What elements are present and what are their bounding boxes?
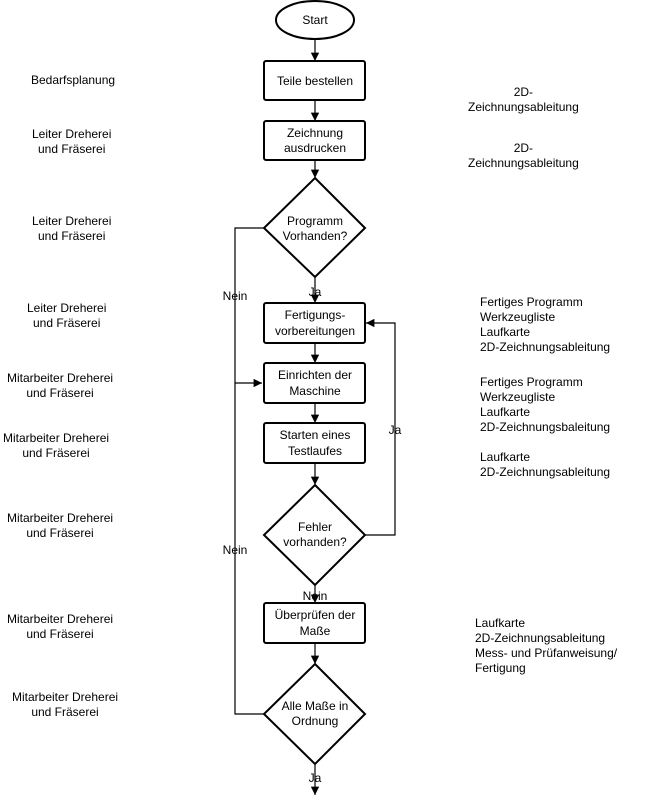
node-pruefen-label-1: Überprüfen der <box>275 608 356 622</box>
document-line: 2D-Zeichnungsbaleitung <box>480 420 611 434</box>
document-line: Werkzeugliste <box>480 390 556 404</box>
document-line: 2D- <box>513 141 534 155</box>
node-start-label: Start <box>302 13 328 27</box>
role-line: Mitarbeiter Dreherei <box>7 511 114 525</box>
document-label: Laufkarte 2D-Zeichnungsableitung Mess- u… <box>475 616 617 676</box>
role-label: Mitarbeiter Dreherei und Fräserei <box>7 371 113 401</box>
edge-label-fehler-ja: Ja <box>389 423 402 437</box>
node-einrichten-label-2: Maschine <box>289 384 341 398</box>
document-line: Laufkarte <box>480 405 531 419</box>
role-line: und Fräserei <box>26 526 94 540</box>
node-fehler-shape <box>262 483 367 587</box>
document-label: 2D- Zeichnungsableitung <box>468 85 579 115</box>
document-label: Fertiges Programm Werkzeugliste Laufkart… <box>480 295 610 355</box>
document-line: 2D- <box>513 85 534 99</box>
role-line: Leiter Dreherei <box>32 214 112 228</box>
role-line: und Fräserei <box>38 142 106 156</box>
role-label: Mitarbeiter Dreherei und Fräserei <box>7 511 113 541</box>
node-alle-shape <box>262 662 367 766</box>
document-line: Fertiges Programm <box>480 375 583 389</box>
document-line: Werkzeugliste <box>480 310 556 324</box>
node-pruefen-shape <box>263 602 366 644</box>
role-line: und Fräserei <box>38 229 106 243</box>
document-line: Fertigung <box>475 661 526 675</box>
role-line: und Fräserei <box>26 627 94 641</box>
role-line: Mitarbeiter Dreherei <box>3 431 110 445</box>
node-programm-label-2: Vorhanden? <box>283 229 348 243</box>
document-line: Zeichnungsableitung <box>468 156 579 170</box>
document-line: Laufkarte <box>480 450 531 464</box>
document-line: Laufkarte <box>475 616 526 630</box>
role-line: Leiter Dreherei <box>27 301 107 315</box>
role-line: und Fräserei <box>33 316 101 330</box>
document-label: Fertiges Programm Werkzeugliste Laufkart… <box>480 375 610 435</box>
node-fertigung-label-2: vorbereitungen <box>275 324 355 338</box>
role-line: und Fräserei <box>22 446 90 460</box>
role-label: Leiter Dreherei und Fräserei <box>32 127 111 157</box>
node-fertigung-shape <box>263 302 366 344</box>
role-label: Leiter Dreherei und Fräserei <box>27 301 106 331</box>
node-fertigung-label-1: Fertigungs- <box>285 308 346 322</box>
document-line: Laufkarte <box>480 325 531 339</box>
role-label: Mitarbeiter Dreherei und Fräserei <box>12 690 118 720</box>
role-line: und Fräserei <box>26 386 94 400</box>
node-pruefen-label-2: Maße <box>300 624 331 638</box>
role-line: Mitarbeiter Dreherei <box>7 371 114 385</box>
edge-label-programm-nein: Nein <box>223 289 248 303</box>
node-programm-shape <box>262 176 367 279</box>
node-alle-label-1: Alle Maße in <box>282 699 349 713</box>
role-label: Mitarbeiter Dreherei und Fräserei <box>7 612 113 642</box>
role-line: Bedarfsplanung <box>31 73 116 87</box>
role-label: Leiter Dreherei und Fräserei <box>32 214 111 244</box>
edge-label-alle-nein: Nein <box>223 543 248 557</box>
edge-label-fehler-nein: Nein <box>303 589 328 603</box>
document-line: 2D-Zeichnungsableitung <box>480 465 611 479</box>
node-zeichnung-shape <box>263 120 366 161</box>
node-zeichnung-label-2: ausdrucken <box>284 141 346 155</box>
node-einrichten-label-1: Einrichten der <box>278 368 352 382</box>
document-line: Mess- und Prüfanweisung/ <box>475 646 618 660</box>
node-zeichnung-label-1: Zeichnung <box>287 126 343 140</box>
node-teile-shape <box>263 60 366 101</box>
node-starten-shape <box>263 422 366 464</box>
role-label: Mitarbeiter Dreherei und Fräserei <box>3 431 109 461</box>
node-einrichten-shape <box>263 362 366 404</box>
edge-fehler-ja-loop <box>364 318 396 536</box>
edge-programm-nein-loop <box>234 227 264 388</box>
node-programm-label-1: Programm <box>287 214 343 228</box>
node-starten-label-2: Testlaufes <box>288 444 342 458</box>
node-start-shape <box>275 0 355 40</box>
role-line: und Fräserei <box>31 705 99 719</box>
document-line: 2D-Zeichnungsableitung <box>480 340 611 354</box>
edge-label-programm-ja: Ja <box>309 285 322 299</box>
node-fehler-label-1: Fehler <box>298 520 332 534</box>
node-fehler-label-2: vorhanden? <box>283 535 347 549</box>
node-teile-label: Teile bestellen <box>277 74 353 88</box>
role-label: Bedarfsplanung <box>31 73 115 88</box>
document-line: 2D-Zeichnungsableitung <box>475 631 606 645</box>
document-label: Laufkarte 2D-Zeichnungsableitung <box>480 450 610 480</box>
node-starten-label-1: Starten eines <box>280 428 351 442</box>
document-line: Fertiges Programm <box>480 295 583 309</box>
edge-label-alle-ja: Ja <box>309 771 322 785</box>
role-line: Mitarbeiter Dreherei <box>12 690 119 704</box>
node-alle-label-2: Ordnung <box>292 714 339 728</box>
role-line: Mitarbeiter Dreherei <box>7 612 114 626</box>
role-line: Leiter Dreherei <box>32 127 112 141</box>
document-line: Zeichnungsableitung <box>468 100 579 114</box>
document-label: 2D- Zeichnungsableitung <box>468 141 579 171</box>
edge-alle-nein-loop <box>234 383 264 715</box>
